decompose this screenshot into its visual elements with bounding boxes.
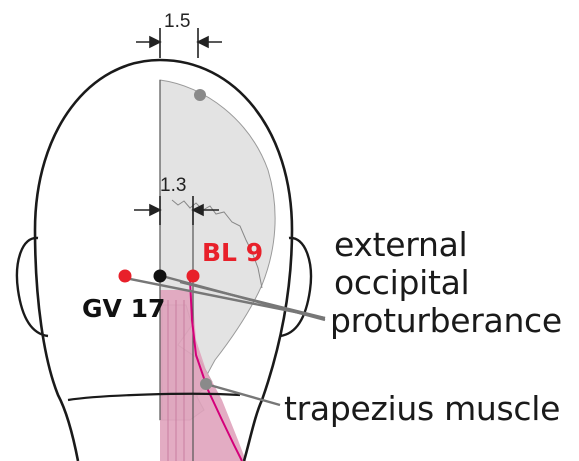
bl9-point-left bbox=[119, 270, 132, 283]
vertex-marker-dot bbox=[194, 89, 206, 101]
gv17-point bbox=[154, 270, 167, 283]
annotation-line-3: proturberance bbox=[330, 304, 562, 337]
annotation-line-1: external bbox=[334, 228, 467, 261]
right-ear bbox=[280, 238, 311, 336]
bl9-point-right bbox=[187, 270, 200, 283]
left-ear bbox=[17, 238, 48, 336]
annotation-line-2: occipital bbox=[334, 266, 469, 299]
bl9-label: BL 9 bbox=[202, 240, 263, 265]
top-dimension-marker bbox=[136, 28, 222, 58]
gv17-label: GV 17 bbox=[82, 296, 165, 321]
lower-width-label: 1.3 bbox=[160, 176, 186, 195]
muscle-label: trapezius muscle bbox=[284, 392, 560, 425]
top-width-label: 1.5 bbox=[164, 12, 190, 31]
c1-marker-dot bbox=[200, 378, 212, 390]
